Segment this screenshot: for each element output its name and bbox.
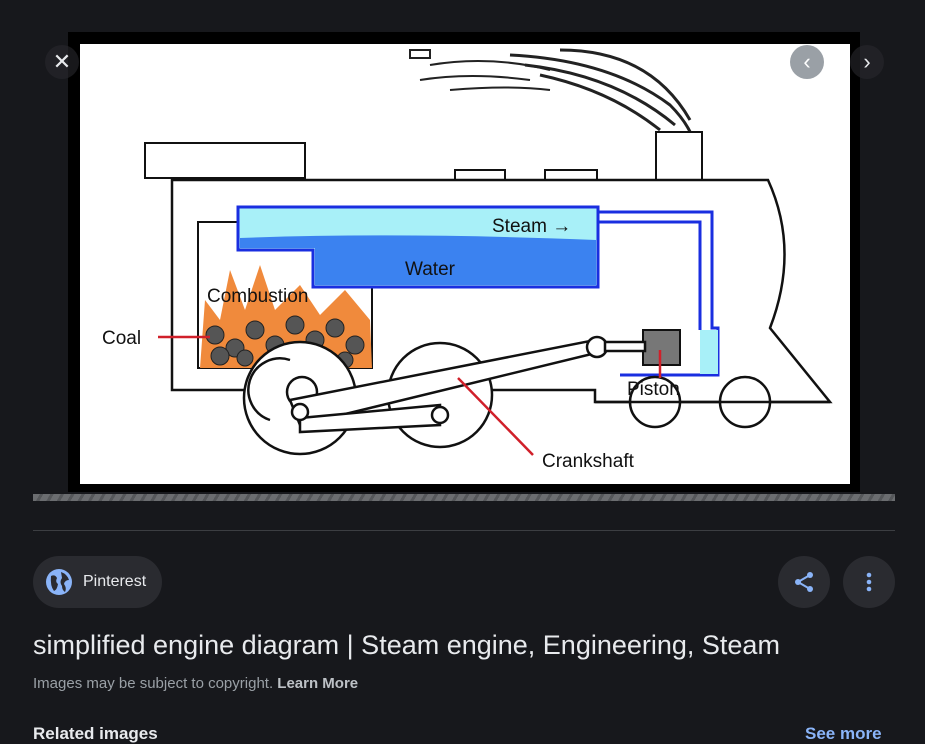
share-icon [795, 572, 813, 592]
copyright-text: Images may be subject to copyright. [33, 675, 274, 692]
more-options-button[interactable] [843, 556, 895, 608]
chevron-right-icon: › [863, 49, 871, 74]
close-button[interactable]: ✕ [45, 45, 79, 79]
source-chip[interactable]: Pinterest [33, 556, 163, 608]
divider [33, 530, 895, 531]
share-button[interactable] [778, 556, 830, 608]
more-vert-icon [866, 572, 872, 592]
learn-more-link[interactable]: Learn More [277, 675, 359, 692]
label-crankshaft: Crankshaft [542, 451, 635, 472]
related-images-heading: Related images [33, 724, 158, 743]
globe-icon [46, 569, 72, 595]
previous-image-button[interactable]: ‹ [790, 45, 824, 79]
see-more-link[interactable]: See more [805, 724, 882, 743]
copyright-notice: Images may be subject to copyright. Lear… [33, 675, 358, 692]
crankshaft-rods [288, 335, 647, 434]
steam-engine-diagram[interactable]: Steam → Water Combustion Coal Piston Cra… [0, 0, 925, 500]
steam-pipe [598, 210, 720, 377]
source-name: Pinterest [83, 573, 147, 590]
close-icon: ✕ [52, 49, 72, 74]
chevron-left-icon: ‹ [803, 49, 811, 74]
next-image-button[interactable]: › [850, 45, 884, 79]
piston [642, 329, 681, 366]
label-pointers [158, 335, 662, 456]
label-piston: Piston [627, 379, 680, 400]
chimney [655, 131, 703, 181]
label-combustion: Combustion [207, 286, 308, 307]
label-water: Water [405, 259, 456, 280]
cab-roof [144, 142, 306, 179]
image-title[interactable]: simplified engine diagram | Steam engine… [33, 630, 780, 660]
loading-bar [33, 494, 895, 501]
label-steam: Steam → [492, 216, 571, 237]
water [240, 235, 596, 285]
smoke [409, 48, 697, 146]
label-coal: Coal [102, 328, 141, 349]
